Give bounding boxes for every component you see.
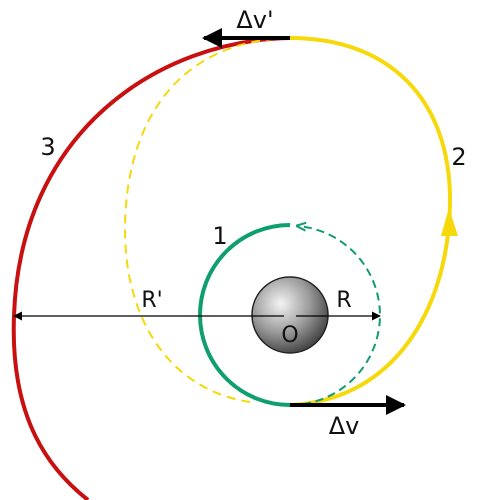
delta-v-label: Δv	[329, 412, 360, 440]
orbit-1-label: 1	[212, 222, 227, 250]
central-planet	[251, 276, 329, 354]
orbit-1-dashed-arc	[289, 226, 382, 406]
orbit-2-dashed-arc	[123, 37, 291, 403]
radius-small-label: R	[336, 288, 351, 313]
orbit-2-direction-arrow	[441, 208, 458, 236]
radius-large-label: R'	[141, 288, 162, 313]
orbit-2-label: 2	[451, 143, 466, 171]
orbit-3-label: 3	[40, 133, 55, 161]
orbit-3-arc	[11, 36, 291, 500]
delta-v-prime-label: Δv'	[236, 6, 273, 34]
orbit-1-arc	[198, 223, 291, 407]
center-label: O	[281, 323, 298, 348]
orbit-2-arc	[289, 36, 453, 407]
